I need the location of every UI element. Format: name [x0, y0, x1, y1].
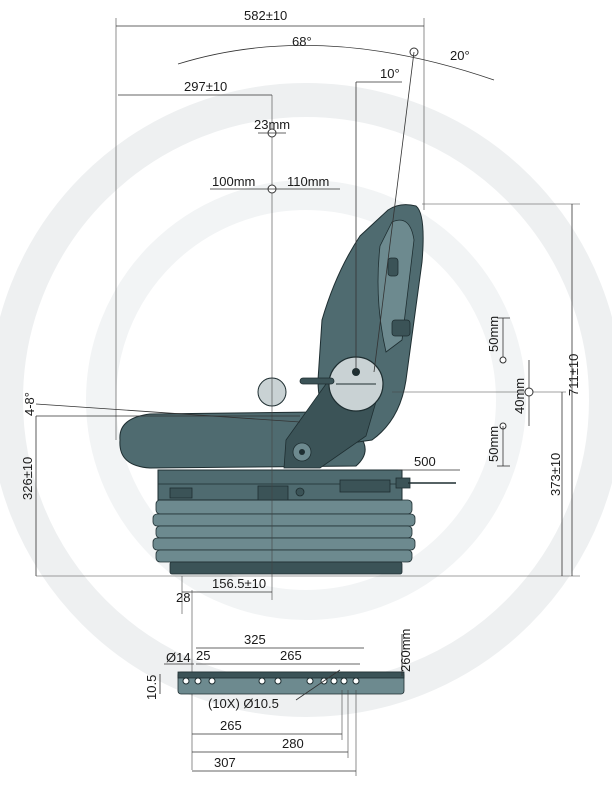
label-angle-range: 68°	[292, 34, 312, 49]
label-overall-height: 711±10	[566, 354, 581, 396]
label-seat-height: 326±10	[20, 457, 35, 500]
label-hole-diameter: Ø14	[166, 650, 191, 665]
dimension-lines	[35, 18, 580, 770]
rail-frame	[157, 458, 456, 501]
label-plate-depth: 260mm	[398, 629, 413, 672]
label-headrest-adjust: 23mm	[254, 117, 290, 132]
dimension-labels: 582±10 297±10 68° 20° 10° 23mm 100mm 110…	[20, 8, 581, 770]
label-plate-width: 325	[244, 632, 266, 647]
suspension-bellows	[152, 499, 416, 575]
label-spacing-280: 280	[282, 736, 304, 751]
label-spacing-265: 265	[220, 718, 242, 733]
label-lumbar-right: 110mm	[287, 174, 329, 189]
label-cushion-tilt: 4-8°	[22, 392, 37, 416]
label-susp-up: 50mm	[486, 316, 501, 352]
label-seat-to-backrest: 297±10	[184, 79, 227, 94]
bolt-holes	[182, 677, 360, 685]
label-angle-forward: 20°	[450, 48, 470, 63]
label-angle-back: 10°	[380, 66, 400, 81]
label-bolt-holes: (10X) Ø10.5	[208, 696, 279, 711]
label-base-height: 373±10	[548, 453, 563, 496]
label-base-offset: 156.5±10	[212, 576, 266, 591]
label-susp-down: 50mm	[486, 426, 501, 462]
label-susp-mid: 40mm	[512, 378, 527, 414]
label-lumbar-left: 100mm	[212, 174, 255, 189]
watermark-logo	[0, 83, 612, 717]
label-fore-aft: 500	[414, 454, 436, 469]
label-rail-offset: 28	[176, 590, 190, 605]
label-overall-width: 582±10	[244, 8, 287, 23]
label-spacing-307: 307	[214, 755, 236, 770]
mounting-plate	[159, 634, 405, 776]
label-hole-spacing-top: 265	[280, 648, 302, 663]
label-plate-thickness: 10.5	[144, 675, 159, 700]
label-edge-gap: 25	[196, 648, 210, 663]
